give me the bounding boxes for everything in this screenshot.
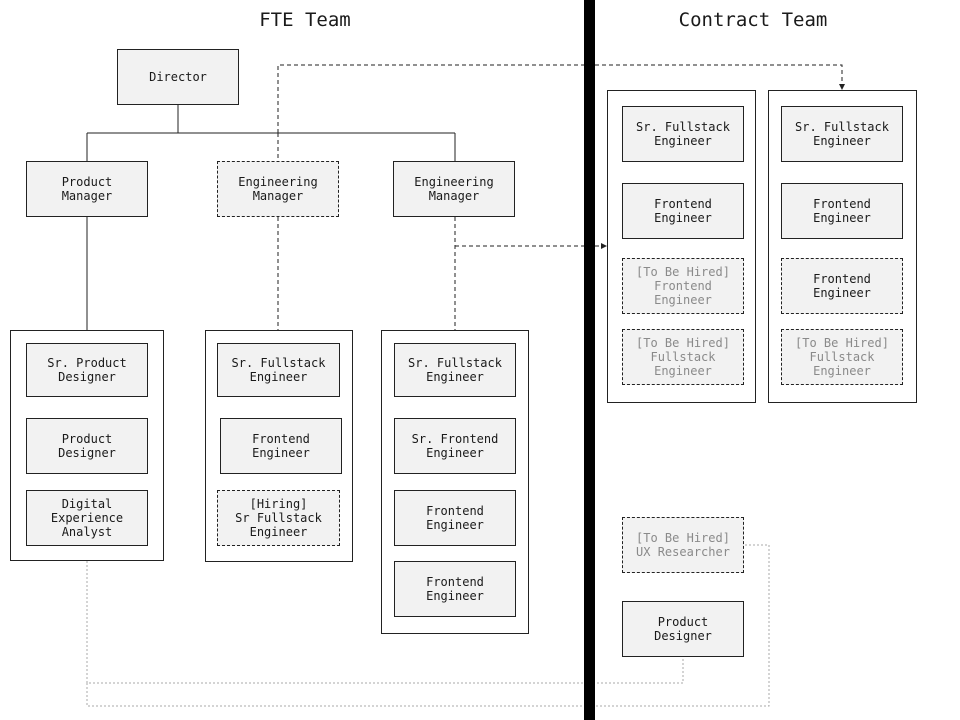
tbh-ux-researcher-node: [To Be Hired] UX Researcher: [622, 517, 744, 573]
frontend-engineer-node: Frontend Engineer: [220, 418, 342, 474]
sr-frontend-engineer-node: Sr. Frontend Engineer: [394, 418, 516, 474]
engineering-manager-node: Engineering Manager: [393, 161, 515, 217]
team-divider: [584, 0, 595, 720]
contract-frontend-engineer-node: Frontend Engineer: [781, 183, 903, 239]
fte-team-header: FTE Team: [259, 9, 351, 31]
contract-product-designer-node: Product Designer: [622, 601, 744, 657]
frontend-engineer-node: Frontend Engineer: [394, 561, 516, 617]
frontend-engineer-node: Frontend Engineer: [394, 490, 516, 546]
director-node: Director: [117, 49, 239, 105]
tbh-frontend-engineer-node: [To Be Hired] Frontend Engineer: [622, 258, 744, 314]
digital-experience-analyst-node: Digital Experience Analyst: [26, 490, 148, 546]
analyst-to-ux-researcher: [86, 544, 770, 707]
eng-manager-1-to-contract-b: [277, 64, 845, 133]
engineering-manager-open-node: Engineering Manager: [217, 161, 339, 217]
tbh-fullstack-engineer-node: [To Be Hired] Fullstack Engineer: [622, 329, 744, 385]
contract-sr-fullstack-engineer-node: Sr. Fullstack Engineer: [781, 106, 903, 162]
product-manager-node: Product Manager: [26, 161, 148, 217]
sr-product-designer-node: Sr. Product Designer: [26, 343, 148, 397]
sr-fullstack-engineer-node: Sr. Fullstack Engineer: [394, 343, 516, 397]
hiring-sr-fullstack-engineer-node: [Hiring] Sr Fullstack Engineer: [217, 490, 340, 546]
contract-frontend-engineer-node: Frontend Engineer: [622, 183, 744, 239]
contract-frontend-engineer-node: Frontend Engineer: [781, 258, 903, 314]
sr-fullstack-engineer-node: Sr. Fullstack Engineer: [217, 343, 340, 397]
product-designer-node: Product Designer: [26, 418, 148, 474]
contract-sr-fullstack-engineer-node: Sr. Fullstack Engineer: [622, 106, 744, 162]
contract-team-header: Contract Team: [678, 9, 828, 31]
analyst-to-product-designer: [86, 561, 684, 684]
tbh-fullstack-engineer-node: [To Be Hired] Fullstack Engineer: [781, 329, 903, 385]
